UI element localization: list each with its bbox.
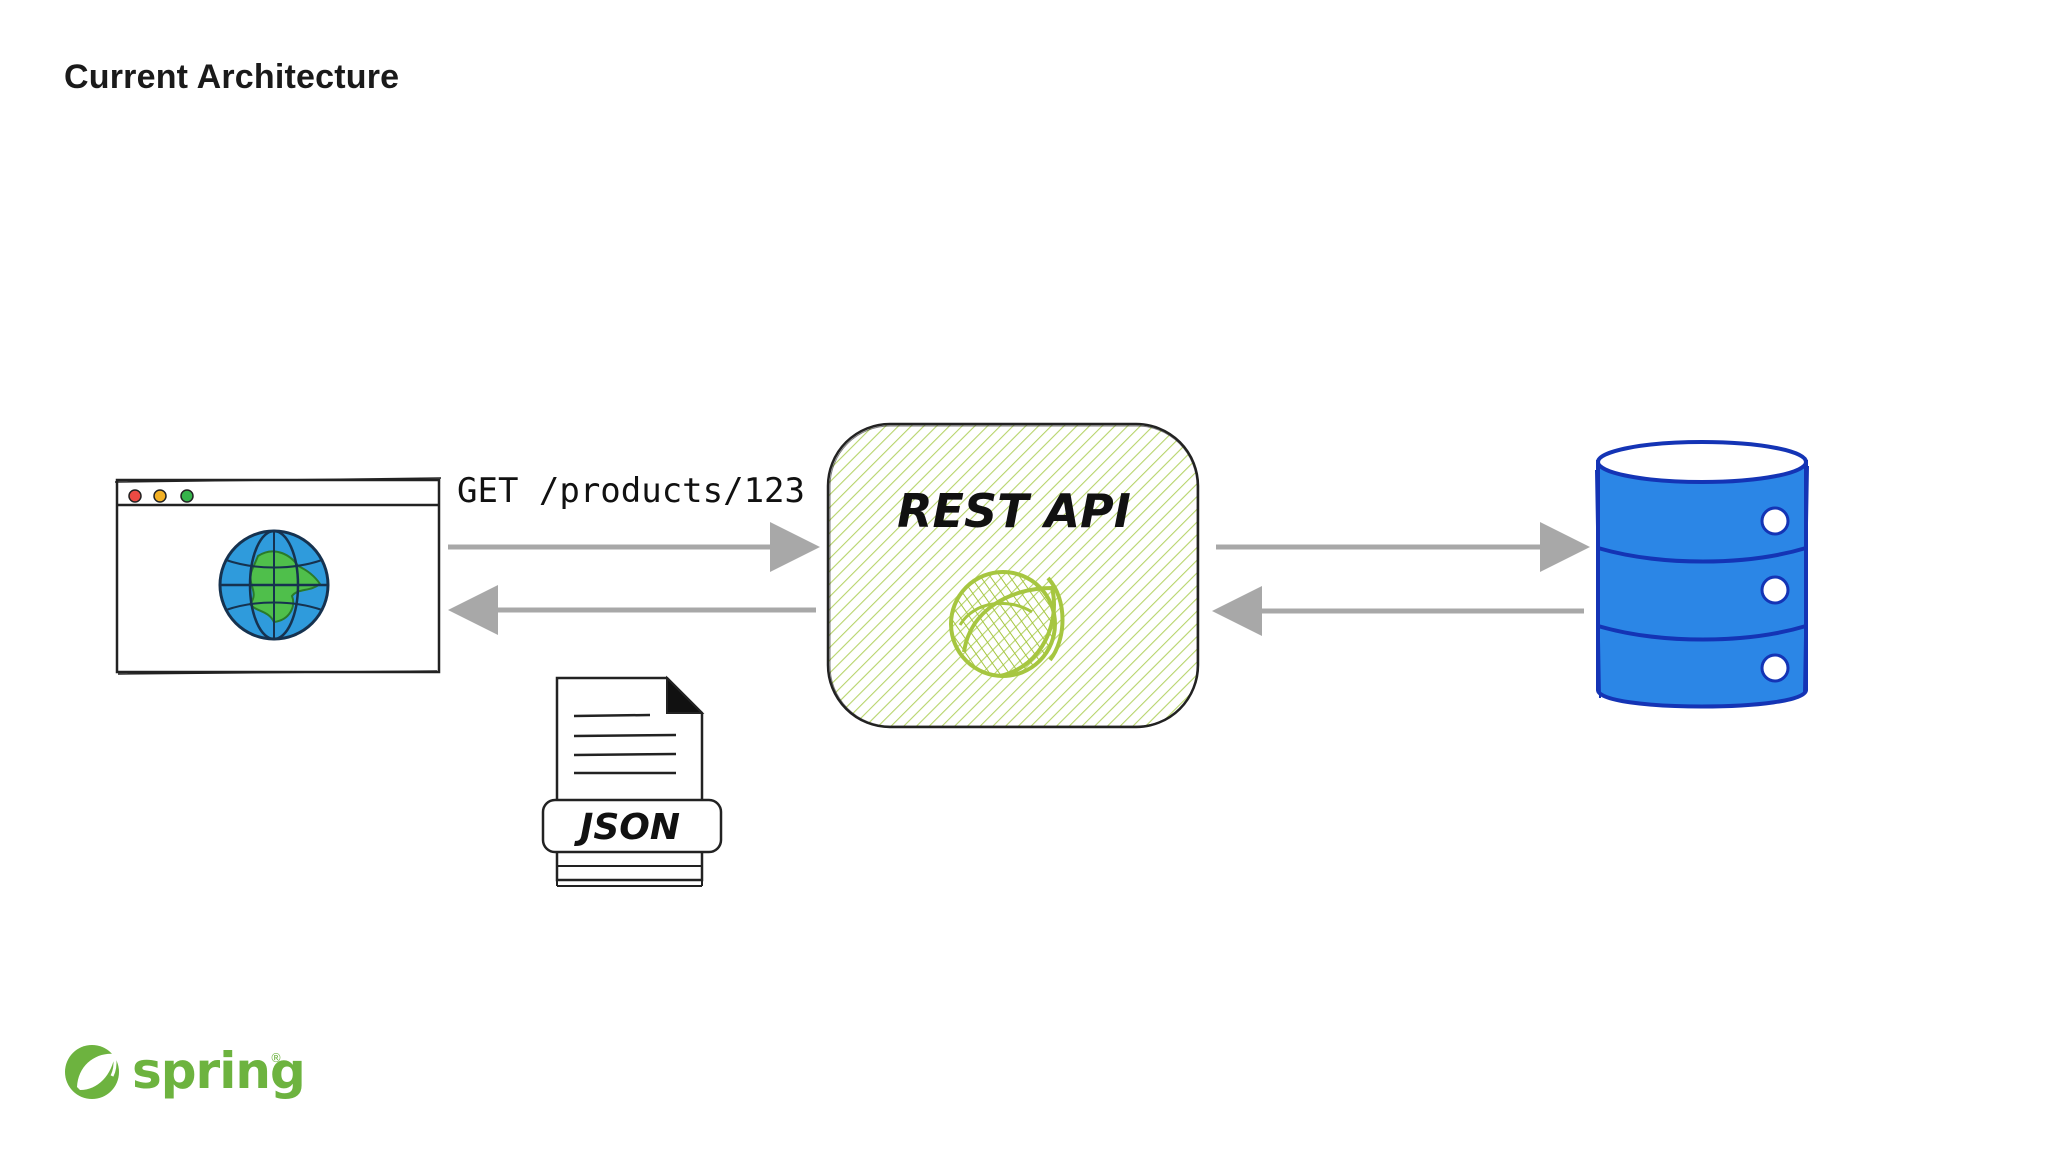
browser-window-icon (114, 477, 442, 675)
json-document-icon: JSON (541, 675, 723, 887)
window-maximize-dot (180, 489, 194, 503)
window-minimize-dot (153, 489, 167, 503)
spring-logo: spring ® (65, 1038, 306, 1100)
spring-leaf-icon (949, 570, 1065, 678)
request-label: GET /products/123 (457, 471, 805, 511)
spring-trademark: ® (270, 1051, 282, 1065)
json-label: JSON (574, 807, 680, 848)
window-close-dot (128, 489, 142, 503)
rest-api-node: REST API (826, 422, 1200, 729)
slide-title: Current Architecture (64, 58, 400, 96)
database-icon (1595, 440, 1809, 709)
globe-icon (218, 529, 330, 641)
spring-wordmark: spring (132, 1042, 305, 1100)
rest-api-label: REST API (897, 484, 1131, 538)
spring-logo-icon (65, 1038, 119, 1099)
